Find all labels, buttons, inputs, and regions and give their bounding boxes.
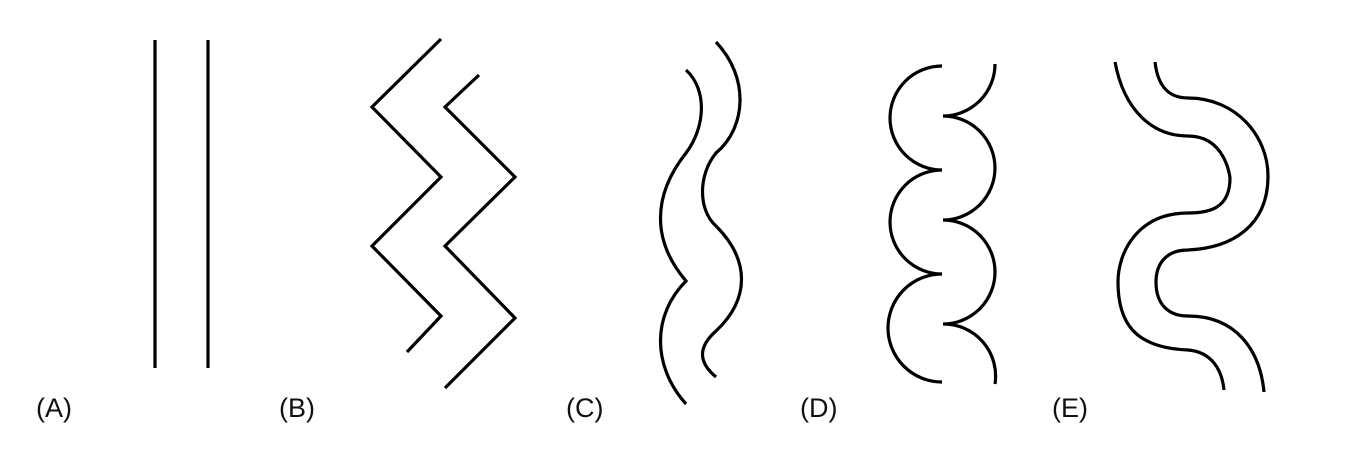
- panel-c-wave-right: [700, 40, 744, 379]
- panel-e-curve-left: [1113, 61, 1232, 391]
- panel-d-scallop-left: [886, 64, 943, 384]
- panel-c-label: (C): [566, 393, 603, 423]
- panel-c-wave-left: [659, 68, 703, 406]
- panel-b-label: (B): [279, 393, 315, 423]
- panel-e-label: (E): [1052, 393, 1088, 423]
- panel-d-scallop-right: [942, 63, 998, 385]
- panel-b-zigzag-left: [369, 37, 444, 354]
- panel-d: (D): [800, 63, 998, 423]
- panel-d-label: (D): [800, 393, 837, 423]
- panel-a: (A): [36, 40, 210, 423]
- panel-e: (E): [1052, 61, 1270, 423]
- panel-b-zigzag-right: [442, 73, 518, 390]
- panel-a-label: (A): [36, 393, 72, 423]
- panel-e-curve-right: [1153, 61, 1270, 393]
- panel-b: (B): [279, 37, 518, 423]
- panel-c: (C): [566, 40, 744, 423]
